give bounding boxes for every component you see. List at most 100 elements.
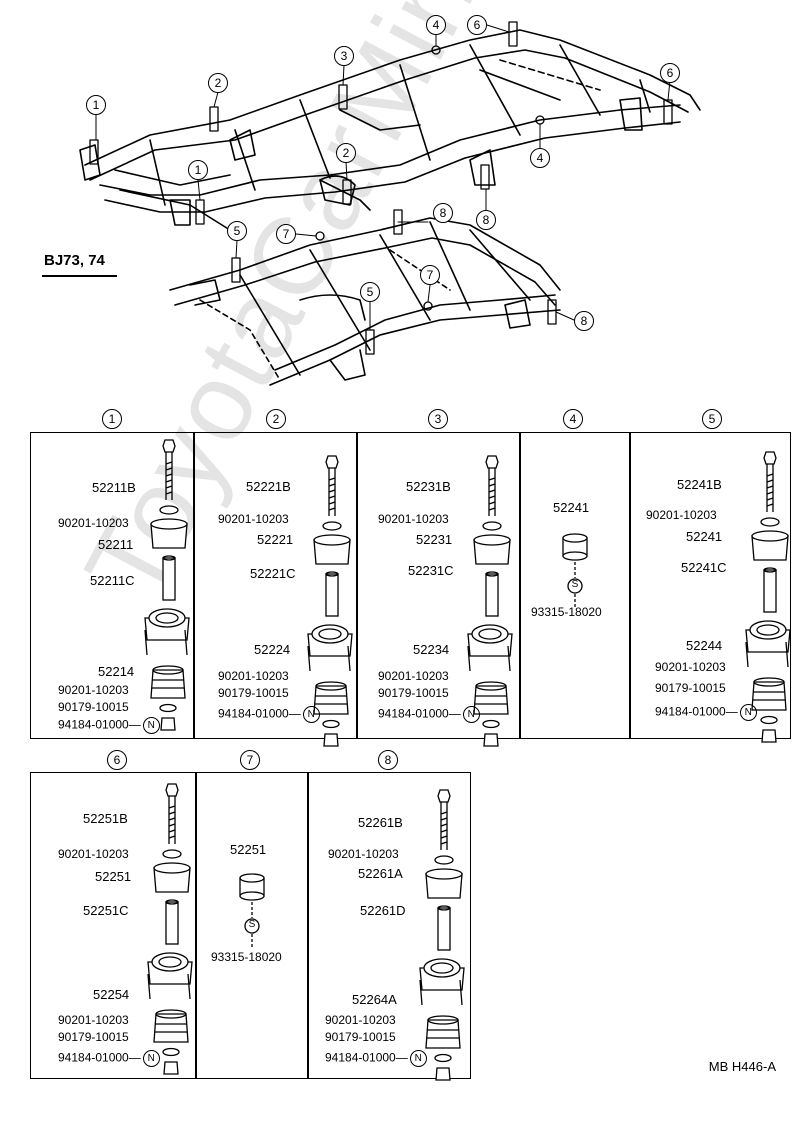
s3-washer2-label: 90201-10203 — [378, 669, 449, 683]
s1-n-icon: N — [142, 717, 160, 734]
callout-1b: 1 — [188, 160, 208, 180]
s5-lower-cushion-label: 52244 — [686, 638, 723, 653]
s5-cushion-label: 52241 — [686, 529, 723, 544]
callout-4: 4 — [426, 15, 446, 35]
s6-sleeve-label: 52251C — [83, 903, 129, 918]
section-4-parts — [562, 533, 588, 609]
s1-nut-label: 90179-10015 — [58, 700, 129, 714]
section-8-parts — [419, 789, 465, 1081]
s8-cushion-label: 52261A — [358, 866, 403, 881]
s3-nut-label: 90179-10015 — [378, 686, 449, 700]
s6-n-icon: N — [142, 1050, 160, 1067]
callout-8: 8 — [476, 210, 496, 230]
callout-2: 2 — [208, 73, 228, 93]
s3-cushion-label: 52231 — [416, 532, 453, 547]
section-3-number: 3 — [428, 409, 448, 429]
callout-8b: 8 — [433, 203, 453, 223]
s6-washer-label: 90201-10203 — [58, 847, 129, 861]
callout-4b: 4 — [530, 148, 550, 168]
section-5-number: 5 — [702, 409, 722, 429]
s1-sleeve-label: 52211C — [90, 573, 135, 588]
s8-nut2-row: 94184-01000—N — [325, 1050, 427, 1067]
s1-bolt-label: 52211B — [92, 480, 136, 495]
s2-cushion-label: 52221 — [257, 532, 294, 547]
s7-cushion-label: 52251 — [230, 842, 267, 857]
section-1-parts — [144, 439, 190, 731]
s3-lower-cushion-label: 52234 — [413, 642, 450, 657]
section-4-mark: S — [572, 579, 579, 590]
section-6-parts — [147, 783, 193, 1075]
s6-nut-label: 90179-10015 — [58, 1030, 129, 1044]
section-4-number: 4 — [563, 409, 583, 429]
s6-washer2-label: 90201-10203 — [58, 1013, 129, 1027]
s3-sleeve-label: 52231C — [408, 563, 454, 578]
s2-n-icon: N — [302, 706, 320, 723]
s3-washer-label: 90201-10203 — [378, 512, 449, 526]
section-5-parts — [745, 451, 791, 743]
s3-nut2-row: 94184-01000—N — [378, 706, 480, 723]
section-7-number: 7 — [240, 750, 260, 770]
s2-washer2-label: 90201-10203 — [218, 669, 289, 683]
section-8-number: 8 — [378, 750, 398, 770]
section-7-mark: S — [249, 919, 256, 930]
callout-6: 6 — [467, 15, 487, 35]
s2-washer-label: 90201-10203 — [218, 512, 289, 526]
s6-lower-cushion-label: 52254 — [93, 987, 130, 1002]
callout-1: 1 — [86, 95, 106, 115]
section-7-box — [195, 772, 309, 1079]
s5-nut-label: 90179-10015 — [655, 681, 726, 695]
s6-cushion-label: 52251 — [95, 869, 132, 884]
callout-2b: 2 — [336, 143, 356, 163]
s8-n-icon: N — [409, 1050, 427, 1067]
s2-nut2-row: 94184-01000—N — [218, 706, 320, 723]
section-2-box — [193, 432, 358, 739]
s5-washer2-label: 90201-10203 — [655, 660, 726, 674]
section-7-parts — [239, 873, 265, 949]
s1-cushion-label: 52211 — [98, 537, 134, 552]
section-1-box — [30, 432, 195, 739]
section-6-number: 6 — [107, 750, 127, 770]
callout-7: 7 — [276, 224, 296, 244]
s5-sleeve-label: 52241C — [681, 560, 727, 575]
s8-sleeve-label: 52261D — [360, 903, 406, 918]
s8-washer2-label: 90201-10203 — [325, 1013, 396, 1027]
s5-washer-label: 90201-10203 — [646, 508, 717, 522]
s5-nut2-row: 94184-01000—N — [655, 704, 757, 721]
s3-nut2-label: 94184-01000 — [378, 706, 449, 721]
model-underline — [42, 275, 117, 277]
s1-lower-cushion-label: 52214 — [98, 664, 135, 679]
section-3-parts — [467, 455, 513, 747]
callout-6b: 6 — [660, 63, 680, 83]
s1-nut2-label: 94184-01000 — [58, 717, 129, 732]
diagram-code: MB H446-A — [708, 1059, 776, 1074]
s5-nut2-label: 94184-01000 — [655, 704, 726, 719]
s2-bolt-label: 52221B — [246, 479, 291, 494]
callout-5b: 5 — [360, 282, 380, 302]
section-2-parts — [307, 455, 353, 747]
s8-nut2-label: 94184-01000 — [325, 1050, 396, 1065]
section-2-number: 2 — [266, 409, 286, 429]
frame-illustration — [79, 21, 701, 386]
section-5-box — [629, 432, 791, 739]
section-4-box — [519, 432, 631, 739]
section-6-box — [30, 772, 197, 1079]
model-label: BJ73, 74 — [44, 252, 105, 269]
callout-8c: 8 — [574, 311, 594, 331]
s6-bolt-label: 52251B — [83, 811, 128, 826]
callout-5: 5 — [227, 221, 247, 241]
s7-bolt-label: 93315-18020 — [211, 950, 282, 964]
s8-washer-label: 90201-10203 — [328, 847, 399, 861]
s5-n-icon: N — [739, 704, 757, 721]
s5-bolt-label: 52241B — [677, 477, 722, 492]
s8-lower-cushion-label: 52264A — [352, 992, 397, 1007]
s4-cushion-label: 52241 — [553, 500, 590, 515]
section-3-box — [356, 432, 521, 739]
s8-nut-label: 90179-10015 — [325, 1030, 396, 1044]
section-8-box — [307, 772, 471, 1079]
s1-nut2-row: 94184-01000—N — [58, 717, 160, 734]
s4-bolt-label: 93315-18020 — [531, 605, 602, 619]
callout-3: 3 — [334, 46, 354, 66]
section-1-number: 1 — [102, 409, 122, 429]
s2-nut-label: 90179-10015 — [218, 686, 289, 700]
